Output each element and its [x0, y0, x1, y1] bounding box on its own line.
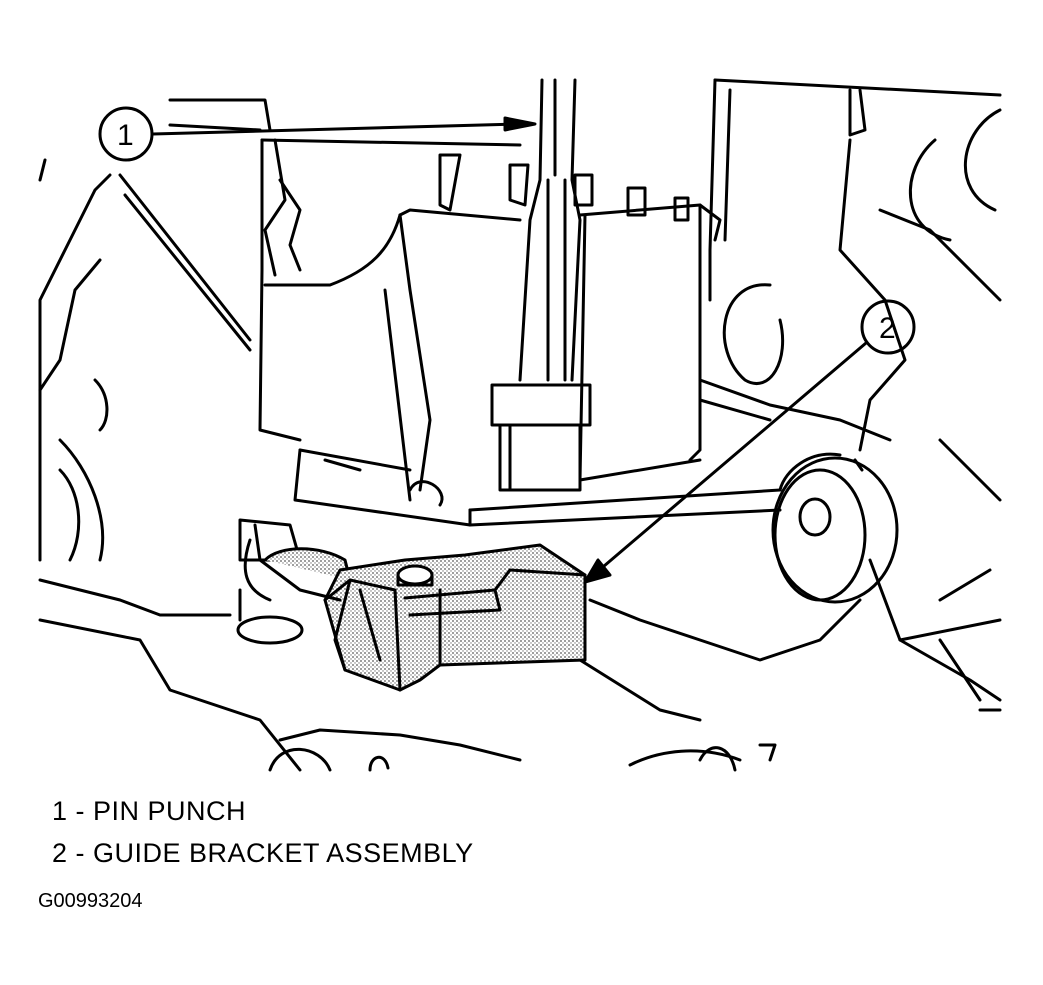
- legend-item-guide-bracket-assembly: 2 - GUIDE BRACKET ASSEMBLY: [52, 838, 474, 868]
- column-housing: [258, 138, 782, 527]
- callout-1: [98, 106, 537, 162]
- pin-punch: [490, 78, 592, 492]
- technical-illustration: 1 2: [38, 78, 1002, 772]
- legend-item-pin-punch: 1 - PIN PUNCH: [52, 796, 247, 826]
- callout-1-number: 1: [117, 119, 134, 152]
- figure-id: G00993204: [38, 890, 143, 912]
- callout-2-number: 2: [879, 312, 896, 345]
- idler-pulley: [771, 452, 899, 604]
- callout-2: [583, 299, 916, 584]
- guide-bracket-assembly: [253, 523, 587, 692]
